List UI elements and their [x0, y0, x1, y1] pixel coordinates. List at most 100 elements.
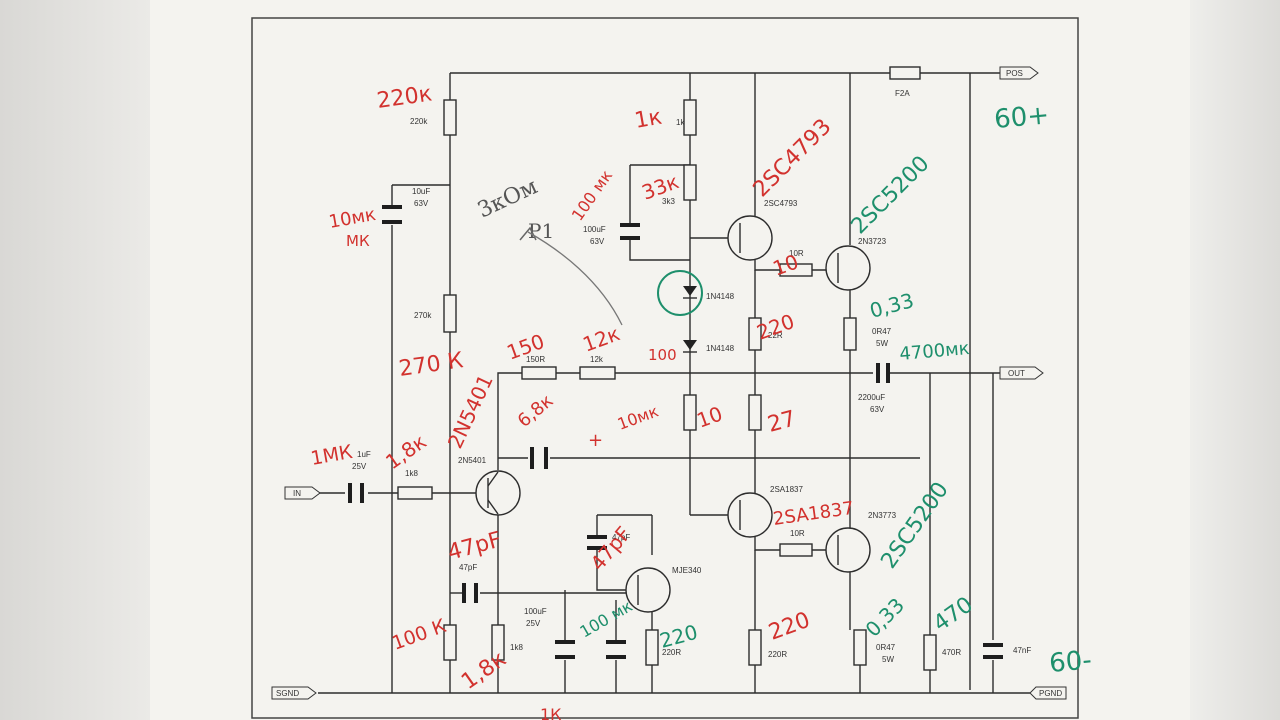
label-5w-b: 5W [882, 655, 894, 664]
resistor-1k8-bot [491, 624, 505, 661]
wires [318, 72, 1030, 694]
red-mk: МК [346, 232, 370, 250]
label-47nf: 47nF [1013, 646, 1031, 655]
green-0-33-bot: 0,33 [861, 593, 909, 641]
capacitors [348, 205, 1003, 659]
label-63v: 63V [414, 199, 429, 208]
label-1n4148-a: 1N4148 [706, 292, 735, 301]
red-2n5401: 2N5401 [443, 371, 498, 452]
red-27: 27 [765, 406, 799, 437]
port-out: OUT [1008, 369, 1025, 378]
transistor-bias-green [657, 270, 703, 316]
green-2sc5200-bot: 2SC5200 [876, 478, 953, 574]
label-150r: 150R [526, 355, 545, 364]
red-12k: 12к [580, 321, 623, 356]
red-10mk: 10мк [327, 204, 377, 233]
green-60-minus: 60- [1048, 645, 1093, 679]
pencil-p1: Р1 [528, 219, 554, 243]
printed-labels: 220k 10uF 63V 270k 150R 12k 1k 3k3 100uF… [352, 89, 1031, 664]
red-100: 100 [648, 346, 677, 364]
transistor-2n3723 [825, 245, 871, 291]
port-flags [271, 66, 1067, 700]
resistor-10r-bot [779, 543, 813, 557]
drawing-border [251, 17, 1079, 719]
green-220: 220 [657, 620, 700, 653]
resistor-220r [748, 629, 762, 666]
resistor-100k [443, 624, 457, 661]
red-220-top: 220 [754, 309, 798, 345]
label-2n3723: 2N3723 [858, 237, 887, 246]
label-47pf-a: 47pF [459, 563, 477, 572]
red-47pf-a: 47pF [445, 528, 504, 566]
label-47pf-b: 47pF [612, 533, 630, 542]
resistor-22r-top [748, 317, 762, 351]
label-12k: 12k [590, 355, 604, 364]
red-2sc4793: 2SC4793 [749, 114, 837, 202]
resistor-220k [443, 99, 457, 136]
red-6-8k: 6,8к [514, 390, 558, 432]
label-2sc4793: 2SC4793 [764, 199, 798, 208]
label-25v-b: 25V [526, 619, 541, 628]
transistor-2sa1837 [727, 492, 773, 538]
background-left [0, 0, 150, 720]
label-2sa1837: 2SA1837 [770, 485, 803, 494]
red-1k-bottom: 1К [540, 705, 562, 720]
red-220k: 220к [375, 81, 433, 113]
label-100uf: 100uF [583, 225, 606, 234]
port-pgnd: PGND [1039, 689, 1062, 698]
resistor-27 [748, 394, 762, 431]
label-mje340: MJE340 [672, 566, 702, 575]
label-220r: 220R [768, 650, 787, 659]
resistor-220r-vas [645, 629, 659, 666]
label-1k8-bot: 1k8 [510, 643, 523, 652]
red-1mk: 1МК [309, 441, 355, 470]
diodes [683, 286, 697, 353]
label-10r-bot: 10R [790, 529, 805, 538]
transistor-2n3773 [825, 527, 871, 573]
red-220-bot: 220 [766, 608, 814, 646]
label-25v: 25V [352, 462, 367, 471]
resistor-270k [443, 294, 457, 333]
red-100k: 100 К [389, 615, 449, 655]
label-220r-vas: 220R [662, 648, 681, 657]
label-1n4148-b: 1N4148 [706, 344, 735, 353]
label-2200uf: 2200uF [858, 393, 885, 402]
label-1uf: 1uF [357, 450, 371, 459]
green-100mk: 100 мк [577, 596, 636, 641]
label-220k: 220k [410, 117, 428, 126]
background-right [1190, 0, 1280, 720]
resistor-12k [579, 366, 616, 380]
red-10mk-fb: 10мк [615, 401, 661, 433]
resistor-0r47-bot [853, 629, 867, 666]
red-270k: 270 К [397, 348, 465, 382]
resistor-3k3 [683, 164, 697, 201]
label-1k8-in: 1k8 [405, 469, 418, 478]
red-100mk: 100 мк [568, 166, 617, 224]
pencil-3kohm: 3кОм [474, 174, 542, 223]
port-pos: POS [1006, 69, 1023, 78]
label-22r: 22R [768, 331, 783, 340]
label-5w-a: 5W [876, 339, 888, 348]
red-33k: 33к [639, 169, 682, 204]
red-1k: 1к [633, 105, 664, 134]
resistor-1k [683, 99, 697, 136]
resistor-10 [683, 394, 697, 431]
red-1-8k: 1,8к [381, 429, 431, 474]
label-100uf-63v: 63V [590, 237, 605, 246]
red-plus: + [588, 430, 603, 451]
fuse-f2a [889, 66, 921, 80]
label-100uf-25v: 100uF [524, 607, 547, 616]
label-2n3773: 2N3773 [868, 511, 897, 520]
transistor-2sc4793 [727, 215, 773, 261]
port-in: IN [293, 489, 301, 498]
resistor-150r [521, 366, 557, 380]
label-1k: 1k [676, 118, 685, 127]
label-10r-top: 10R [789, 249, 804, 258]
label-0r47-b: 0R47 [876, 643, 896, 652]
label-2200uf-63v: 63V [870, 405, 885, 414]
paper-sheet [150, 0, 1190, 720]
red-10-b: 10 [694, 401, 726, 432]
green-2sc5200-top: 2SC5200 [847, 151, 935, 239]
resistor-0r47-top [843, 317, 857, 351]
